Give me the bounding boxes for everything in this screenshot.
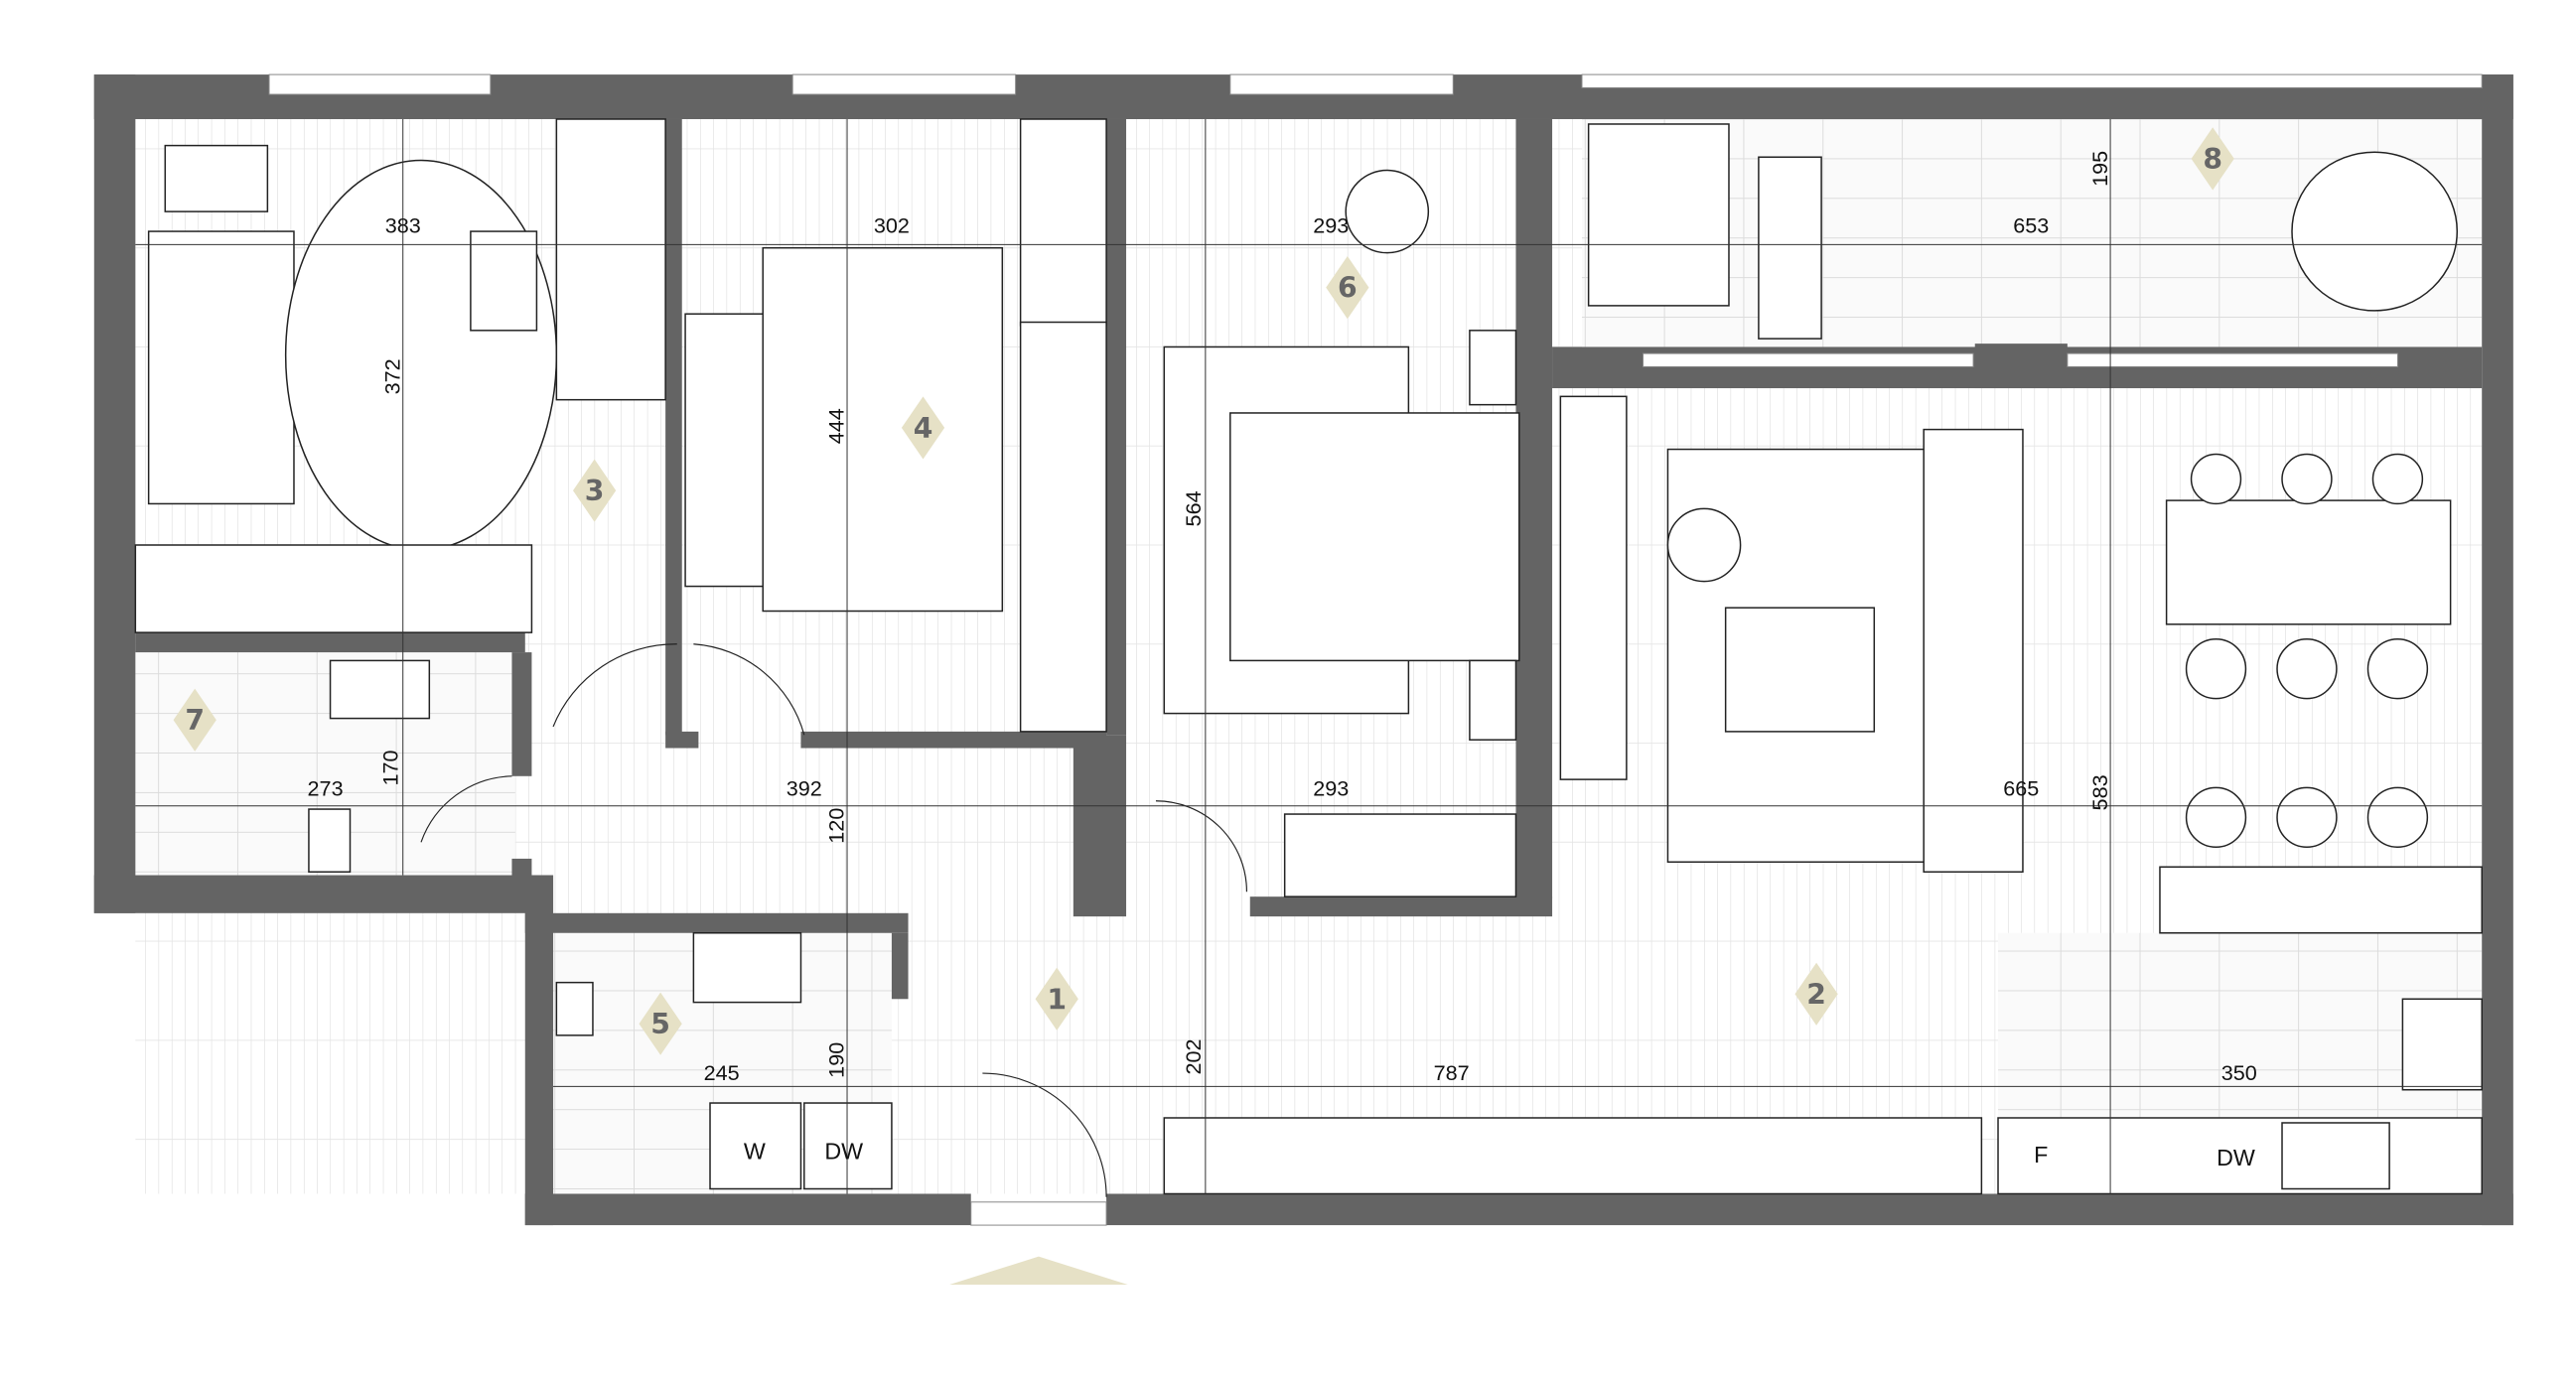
bean-bag — [2291, 151, 2459, 312]
sink — [2281, 1122, 2390, 1190]
fridge-label: F — [2034, 1142, 2048, 1168]
dim-room4-depth: 444 — [824, 408, 849, 444]
dim-room8-width: 653 — [2013, 213, 2049, 238]
dim-hall-width: 392 — [787, 776, 822, 801]
room-badge-8: 8 — [2191, 127, 2234, 191]
entrance-arrow-icon — [949, 1256, 1128, 1285]
dim-living-depth: 583 — [2087, 774, 2112, 810]
room-badge-5: 5 — [639, 992, 682, 1055]
windows — [268, 73, 2483, 1226]
room-badge-3: 3 — [572, 459, 617, 522]
svg-text:7: 7 — [185, 704, 205, 737]
dim-room6-depth: 564 — [1181, 490, 1206, 526]
sofa — [1923, 428, 2024, 873]
wardrobe-room3 — [134, 544, 533, 633]
svg-text:2: 2 — [1806, 978, 1826, 1011]
side-table — [1345, 169, 1430, 254]
bath-dishwasher-label: DW — [824, 1139, 863, 1165]
dim-room5-depth: 190 — [824, 1042, 849, 1078]
wardrobe-room4 — [1019, 321, 1107, 733]
svg-text:6: 6 — [1338, 272, 1358, 305]
dim-hall-depth: 120 — [824, 808, 849, 844]
dim-room3-depth: 372 — [379, 358, 404, 394]
svg-text:3: 3 — [585, 475, 605, 507]
dim-room4-width: 302 — [874, 213, 910, 238]
dim-room3-width: 383 — [385, 213, 421, 238]
room-badge-6: 6 — [1326, 256, 1369, 320]
wardrobe-room6 — [1283, 813, 1517, 897]
room-badge-2: 2 — [1794, 962, 1838, 1026]
dining-table — [2165, 499, 2452, 625]
room-badges: 1 2 3 4 5 6 7 8 — [173, 127, 2234, 1055]
dim-room7-width: 273 — [308, 776, 344, 801]
coffee-table — [1724, 607, 1876, 733]
dining-chairs — [2185, 453, 2429, 849]
svg-text:8: 8 — [2203, 143, 2222, 176]
kitchen-counter — [1997, 1117, 2483, 1195]
washer-label: W — [744, 1139, 766, 1165]
desk — [555, 118, 666, 401]
hall-wardrobe — [1163, 1117, 1983, 1195]
bath-sink — [692, 932, 802, 1004]
room-badge-4: 4 — [901, 396, 945, 460]
dim-room8-depth: 195 — [2087, 151, 2112, 187]
walls — [93, 74, 2513, 1226]
room-badge-1: 1 — [1035, 967, 1078, 1030]
dim-room6-width: 293 — [1313, 213, 1349, 238]
bed-room3 — [147, 230, 295, 505]
svg-text:4: 4 — [914, 412, 933, 445]
dim-room5-width: 245 — [704, 1060, 740, 1085]
hob — [2401, 998, 2483, 1091]
svg-text:5: 5 — [650, 1008, 670, 1040]
dim-corridor-width: 787 — [1434, 1060, 1470, 1085]
furniture — [134, 118, 2483, 1197]
kitchen-dishwasher-label: DW — [2217, 1145, 2255, 1170]
shelf — [1019, 118, 1107, 327]
room-badge-7: 7 — [173, 688, 216, 752]
dim-room6-lower-width: 293 — [1313, 776, 1349, 801]
dimension-lines — [135, 118, 2483, 1194]
kitchen-island — [2159, 866, 2483, 934]
svg-text:1: 1 — [1047, 983, 1067, 1016]
dim-entry-depth: 202 — [1181, 1038, 1206, 1074]
dim-kitchen-width: 350 — [2221, 1060, 2257, 1085]
balcony-sofa — [1587, 123, 1730, 307]
tv-unit — [1559, 395, 1628, 780]
bed-room6 — [1229, 412, 1520, 662]
rug-room4 — [762, 246, 1004, 613]
dim-living-width: 665 — [2003, 776, 2039, 801]
round-rug — [284, 159, 558, 551]
dim-room7-depth: 170 — [378, 750, 403, 785]
appliance-labels: W DW F DW — [744, 1139, 2255, 1171]
dimension-labels: 383 372 302 444 293 564 653 195 273 170 … — [308, 151, 2257, 1085]
